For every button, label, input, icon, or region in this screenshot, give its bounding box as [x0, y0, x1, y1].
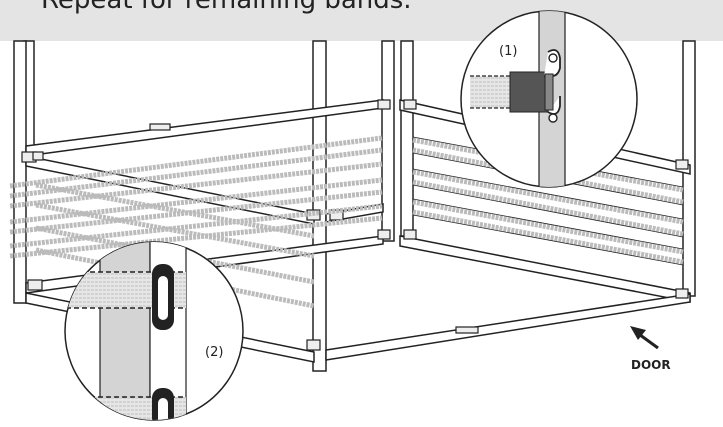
- frame-posts: [13, 40, 696, 372]
- back-center-post: [381, 40, 395, 242]
- detail1-strap: [509, 71, 549, 113]
- detail-circle-2: [64, 241, 244, 421]
- detail-1-label: (1): [499, 44, 517, 59]
- back-right-post: [400, 40, 414, 237]
- instruction-text: Repeat for remaining bands.: [41, 0, 412, 15]
- detail-2-label: (2): [205, 345, 223, 360]
- door-arrow: [630, 326, 659, 350]
- front-left-post: [13, 40, 27, 304]
- detail1-clip: [544, 49, 561, 115]
- rail-back-left: [25, 99, 384, 157]
- front-center-post: [312, 40, 327, 372]
- detail-circle-1: [460, 10, 638, 188]
- bottom-rail-front: [325, 293, 691, 361]
- instruction-banner: Repeat for remaining bands.: [0, 0, 723, 41]
- door-label: DOOR: [631, 358, 671, 372]
